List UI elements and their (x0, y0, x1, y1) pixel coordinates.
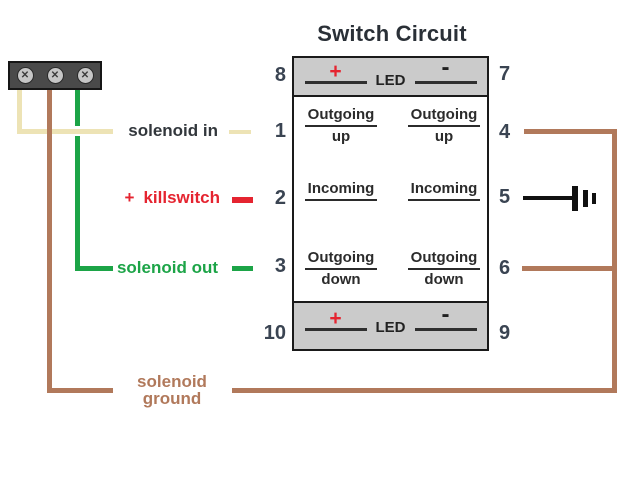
terminal-cell: Outgoing up (404, 107, 484, 145)
solenoid-out-label: solenoid out (116, 258, 218, 277)
pin4-ground-wire (524, 129, 614, 134)
pin-number-9: 9 (499, 322, 511, 344)
plus-sign: + (124, 188, 135, 207)
minus-sign: - (441, 301, 450, 328)
screw-terminal-icon: ✕ (16, 67, 34, 84)
killswitch-wire-stub (232, 197, 253, 203)
led-bar-top: + LED - (294, 56, 487, 97)
led-label: LED (375, 72, 406, 89)
led-negative-lead: - (414, 56, 477, 84)
pin-number-1: 1 (274, 120, 286, 142)
killswitch-label: +killswitch (124, 188, 220, 207)
terminal-cell: Outgoing down (298, 250, 384, 288)
terminal-strip: ✕ ✕ ✕ (8, 61, 102, 90)
plus-sign: + (329, 307, 342, 330)
screw-terminal-icon: ✕ (46, 67, 64, 84)
solenoid-in-wire-stub (229, 130, 251, 134)
pin-number-7: 7 (499, 63, 511, 85)
terminal-cell: Outgoing up (298, 107, 384, 145)
solenoid-out-wire (75, 266, 113, 271)
led-label: LED (375, 319, 406, 336)
terminal-area: Outgoing up Outgoing up Incoming Incomin… (294, 97, 487, 301)
solenoid-in-label: solenoid in (128, 121, 218, 140)
pin-number-8: 8 (274, 64, 286, 86)
terminal-cell: Outgoing down (404, 250, 484, 288)
solenoid-ground-wire (47, 84, 52, 393)
switch-body: + LED - Outgoing up Outgoing up Incoming… (292, 56, 489, 351)
terminal-cell: Incoming (298, 181, 384, 201)
solenoid-out-wire-stub (232, 266, 253, 271)
solenoid-in-wire (17, 129, 113, 134)
plus-sign: + (329, 60, 342, 83)
pin-number-5: 5 (499, 186, 511, 208)
terminal-cell: Incoming (404, 181, 484, 201)
pin-number-10: 10 (263, 322, 286, 344)
solenoid-ground-wire (232, 388, 617, 393)
ground-symbol-icon (572, 186, 578, 211)
ground-symbol-icon (583, 190, 588, 207)
pin-number-3: 3 (274, 255, 286, 277)
led-positive-lead: + (304, 61, 367, 84)
pin-number-2: 2 (274, 187, 286, 209)
solenoid-out-wire (75, 136, 80, 270)
led-bar-bottom: + LED - (294, 301, 487, 349)
solenoid-ground-wire (612, 129, 617, 393)
minus-sign: - (441, 54, 450, 81)
page-title: Switch Circuit (317, 21, 467, 46)
ground-symbol-lead (523, 196, 574, 200)
solenoid-ground-wire (47, 388, 113, 393)
pin-number-4: 4 (499, 121, 511, 143)
solenoid-out-wire (75, 84, 80, 126)
ground-symbol-icon (592, 193, 596, 204)
led-positive-lead: + (304, 308, 367, 331)
pin-number-6: 6 (499, 257, 511, 279)
solenoid-ground-label: solenoid ground (137, 372, 207, 408)
solenoid-in-wire (17, 84, 22, 132)
screw-terminal-icon: ✕ (76, 67, 94, 84)
led-negative-lead: - (414, 303, 477, 331)
pin6-ground-wire (522, 266, 614, 271)
